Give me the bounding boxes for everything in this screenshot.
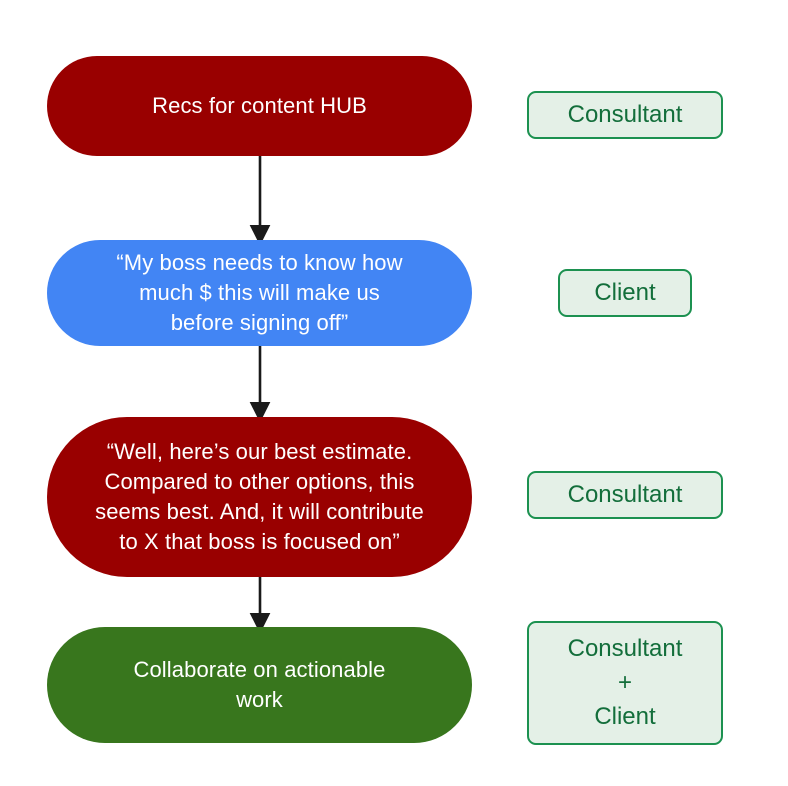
process-node-collaborate-on-actionable-work[interactable]: Collaborate on actionable work bbox=[47, 627, 472, 743]
role-label-text: Consultant + Client bbox=[567, 635, 683, 730]
role-label-consultant-plus-client[interactable]: Consultant + Client bbox=[527, 621, 723, 745]
role-label-consultant-1[interactable]: Consultant bbox=[527, 91, 723, 139]
process-node-client-quote[interactable]: “My boss needs to know how much $ this w… bbox=[47, 240, 472, 346]
role-label-text: Client bbox=[594, 279, 656, 306]
process-node-label: “Well, here’s our best estimate. Compare… bbox=[95, 439, 424, 554]
role-label-client[interactable]: Client bbox=[558, 269, 692, 317]
role-label-text: Consultant bbox=[567, 101, 683, 128]
role-label-consultant-2[interactable]: Consultant bbox=[527, 471, 723, 519]
process-node-consultant-response[interactable]: “Well, here’s our best estimate. Compare… bbox=[47, 417, 472, 577]
role-label-text: Consultant bbox=[567, 481, 683, 508]
process-node-recs-for-content-hub[interactable]: Recs for content HUB bbox=[47, 56, 472, 156]
process-node-label: Collaborate on actionable work bbox=[133, 657, 386, 712]
process-node-label: Recs for content HUB bbox=[152, 93, 367, 118]
process-node-label: “My boss needs to know how much $ this w… bbox=[116, 250, 403, 335]
